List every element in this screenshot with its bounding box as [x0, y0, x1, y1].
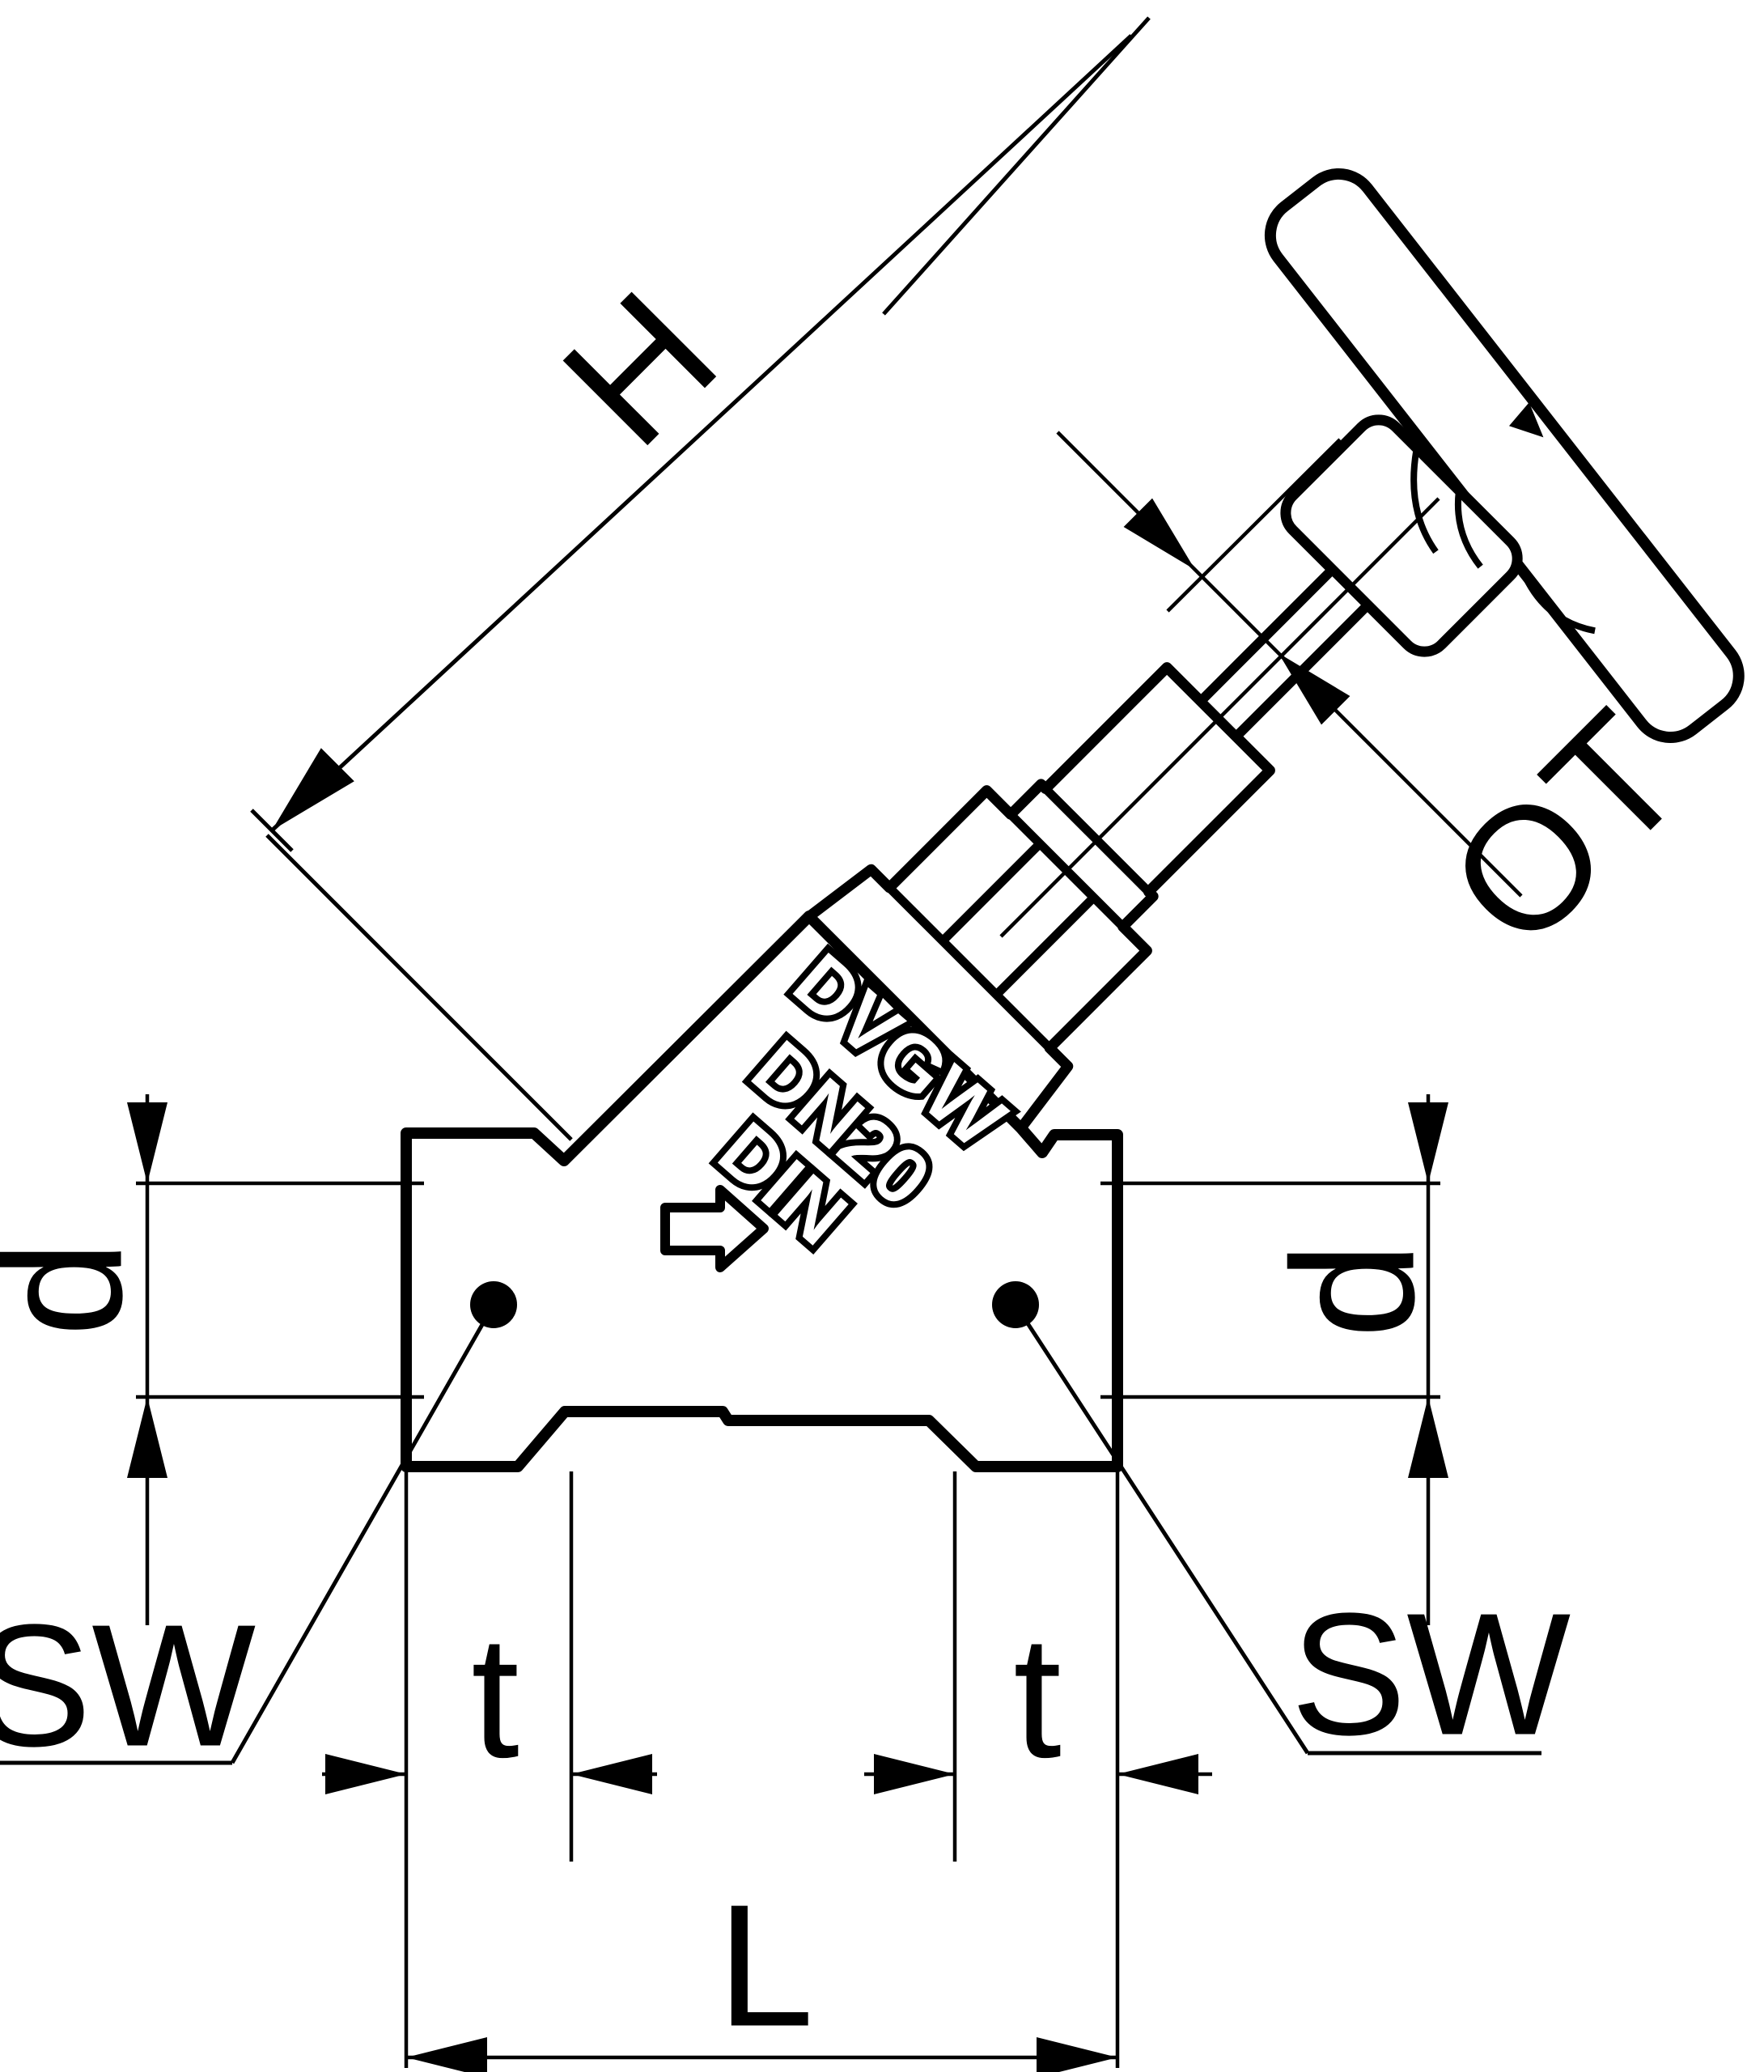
dimension-t-left: t	[322, 1471, 657, 2068]
t-right-label: t	[1013, 1599, 1062, 1794]
hub-spoke-curve-2	[1454, 491, 1483, 569]
dimension-t-right: t	[864, 1471, 1212, 2068]
l-label: L	[717, 1868, 814, 2063]
h-label: H	[526, 255, 753, 482]
l-arrowhead-right	[1037, 2037, 1117, 2072]
t-left-arrowhead-a	[325, 1754, 406, 1794]
l-arrowhead-left	[406, 2037, 487, 2072]
hexnut-flat-right	[993, 894, 1097, 998]
wheel-neck-curve	[1517, 564, 1596, 635]
d-right-arrowhead-bottom	[1408, 1397, 1448, 1478]
dimension-d-right: d	[1100, 1094, 1451, 1625]
d-left-arrowhead-top	[127, 1102, 167, 1183]
flow-direction-arrow-icon	[660, 1185, 769, 1272]
hub-spoke-curve-1	[1410, 449, 1439, 554]
h-dimension-line	[270, 34, 1133, 832]
sw-callout-left: SW	[0, 1281, 517, 1783]
sw-right-label: SW	[1291, 1577, 1571, 1772]
stem-centerline	[999, 497, 1440, 938]
handwheel-direction-mark-icon	[1508, 402, 1544, 438]
d-right-arrowhead-top	[1408, 1102, 1448, 1183]
hexnut-flat-left	[939, 840, 1044, 945]
dimension-d-left: d	[0, 1094, 424, 1625]
flange-top-edge	[867, 866, 1071, 1070]
d-right-label: d	[1256, 1242, 1451, 1339]
d-left-label: d	[0, 1240, 159, 1337]
sw-left-label: SW	[0, 1588, 256, 1783]
h-arrow-tick	[250, 809, 294, 852]
d-left-arrowhead-bottom	[127, 1397, 167, 1478]
ot-extension-line	[1166, 438, 1342, 613]
ot-arrowhead-lower	[1278, 653, 1351, 725]
sw-left-leader	[230, 1303, 496, 1764]
t-left-label: t	[471, 1599, 519, 1794]
t-left-arrowhead-b	[571, 1754, 652, 1794]
dimension-L: L	[406, 1868, 1117, 2072]
h-extension-line-upper	[882, 16, 1151, 316]
sw-right-leader	[1013, 1303, 1310, 1755]
t-right-arrowhead-a	[874, 1754, 955, 1794]
ot-arrowhead-upper	[1123, 498, 1195, 570]
h-arrowhead	[272, 748, 354, 830]
h-extension-line-lower	[265, 834, 573, 1141]
sw-callout-right: SW	[992, 1281, 1571, 1772]
t-right-arrowhead-b	[1117, 1754, 1198, 1794]
